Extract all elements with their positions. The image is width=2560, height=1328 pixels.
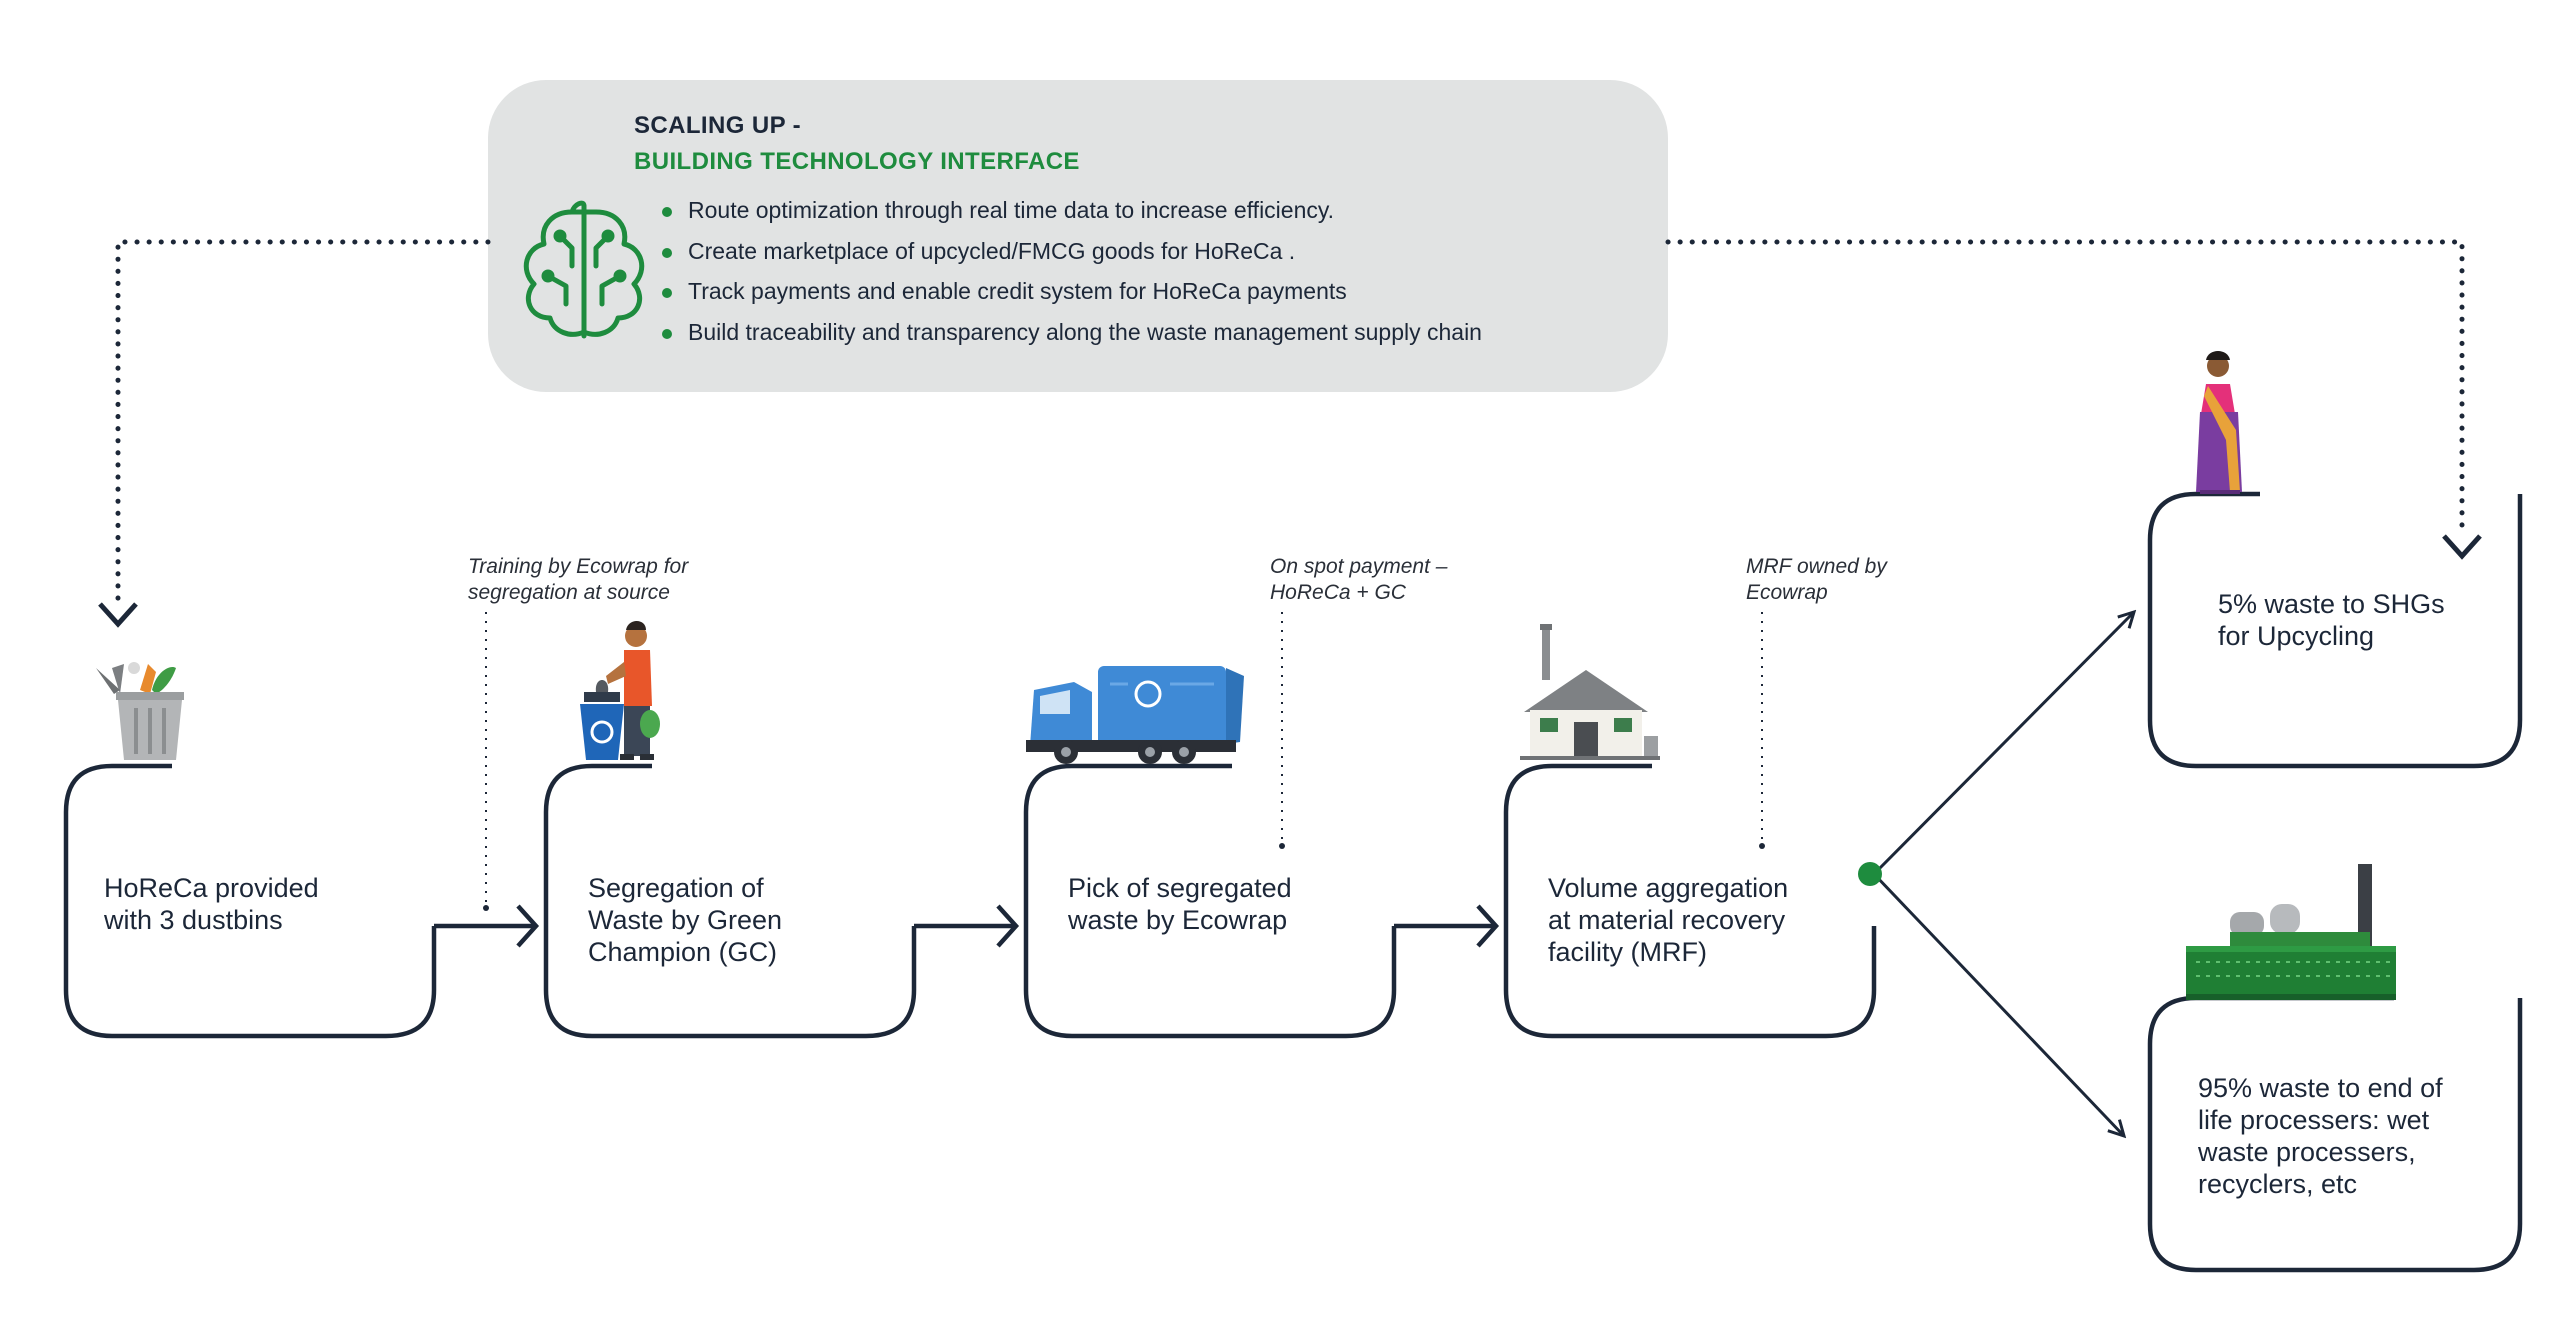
chevron-right-icon — [1476, 904, 1500, 948]
step-3-text: Pick of segregated waste by Ecowrap — [1068, 872, 1292, 936]
outcome-text-line: waste processers, — [2198, 1137, 2416, 1167]
step-2-text: Segregation of Waste by Green Champion (… — [588, 872, 782, 968]
note-line-end — [483, 905, 489, 911]
step-text-line: facility (MRF) — [1548, 937, 1707, 967]
panel-bullet-list: Route optimization through real time dat… — [662, 190, 1482, 352]
garbage-truck-icon — [1026, 666, 1244, 764]
note-line-end — [1759, 843, 1765, 849]
outcome-text-line: 95% waste to end of — [2198, 1073, 2443, 1103]
chevron-right-icon — [516, 904, 540, 948]
step-box-4 — [1503, 763, 1877, 1039]
note-line: Training by Ecowrap for — [468, 555, 689, 578]
note-payment: On spot payment – HoReCa + GC — [1270, 554, 1447, 606]
dotted-feedback-left — [115, 239, 491, 611]
outcome-box-upcycling — [2147, 491, 2523, 769]
arrow-to-upcycling — [1872, 612, 2134, 876]
step-text-line: Waste by Green — [588, 905, 783, 935]
panel-bullet: Track payments and enable credit system … — [662, 271, 1482, 312]
step-text-line: at material recovery — [1548, 905, 1786, 935]
panel-title-line2: BUILDING TECHNOLOGY INTERFACE — [634, 148, 1080, 175]
panel-title-line1: SCALING UP - — [634, 112, 802, 139]
panel-bullet: Route optimization through real time dat… — [662, 190, 1482, 231]
brain-circuit-icon — [523, 200, 645, 339]
step-text-line: waste by Ecowrap — [1068, 905, 1288, 935]
step-box-3 — [1023, 763, 1397, 1039]
worker-with-bin-icon — [580, 621, 660, 760]
dustbin-icon — [96, 662, 184, 760]
step-text-line: Pick of segregated — [1068, 873, 1292, 903]
step-box-2 — [543, 763, 917, 1039]
outcome-text-line: 5% waste to SHGs — [2218, 589, 2445, 619]
step-text-line: with 3 dustbins — [104, 905, 283, 935]
step-text-line: Champion (GC) — [588, 937, 778, 967]
processing-plant-icon — [2186, 864, 2396, 1000]
outcome-box-processors — [2147, 995, 2523, 1273]
outcome-processors-text: 95% waste to end of life processers: wet… — [2198, 1072, 2443, 1200]
outcome-text-line: recyclers, etc — [2198, 1169, 2358, 1199]
technology-panel — [488, 80, 1668, 392]
panel-bullet: Build traceability and transparency alon… — [662, 312, 1482, 353]
chevron-down-icon — [2442, 534, 2482, 560]
woman-in-saree-icon — [2196, 351, 2242, 494]
panel-bullet: Create marketplace of upcycled/FMCG good… — [662, 231, 1482, 272]
step-1-text: HoReCa provided with 3 dustbins — [104, 872, 319, 936]
note-line: segregation at source — [468, 581, 670, 604]
step-box-1 — [63, 763, 437, 1039]
note-line: MRF owned by — [1746, 555, 1887, 578]
step-text-line: HoReCa provided — [104, 873, 319, 903]
panel-title: SCALING UP - BUILDING TECHNOLOGY INTERFA… — [634, 108, 1080, 180]
factory-building-icon — [1520, 624, 1660, 760]
note-line-end — [1279, 843, 1285, 849]
outcome-text-line: life processers: wet — [2198, 1105, 2430, 1135]
step-4-text: Volume aggregation at material recovery … — [1548, 872, 1788, 968]
chevron-down-icon — [98, 602, 138, 628]
note-line: On spot payment – — [1270, 555, 1448, 578]
outcome-upcycling-text: 5% waste to SHGs for Upcycling — [2218, 588, 2445, 652]
step-text-line: Volume aggregation — [1548, 873, 1789, 903]
note-training: Training by Ecowrap for segregation at s… — [468, 554, 688, 606]
note-line: Ecowrap — [1746, 581, 1828, 604]
dotted-feedback-right — [1665, 239, 2465, 539]
outcome-text-line: for Upcycling — [2218, 621, 2375, 651]
step-text-line: Segregation of — [588, 873, 764, 903]
note-line: HoReCa + GC — [1270, 581, 1406, 604]
arrow-to-processors — [1872, 872, 2124, 1136]
split-node — [1858, 862, 1882, 886]
chevron-right-icon — [996, 904, 1020, 948]
note-mrf: MRF owned by Ecowrap — [1746, 554, 1887, 606]
